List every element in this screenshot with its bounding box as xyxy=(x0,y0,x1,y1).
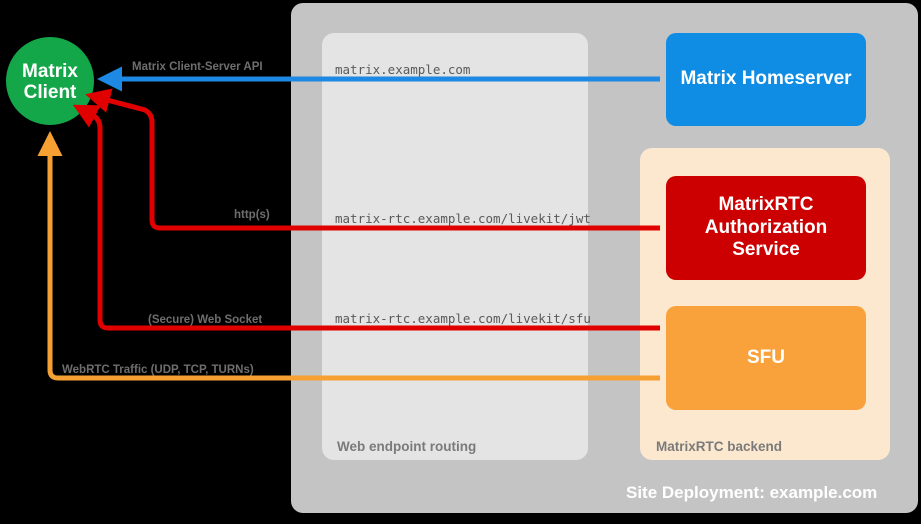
edge-label-websocket: (Secure) Web Socket xyxy=(148,314,263,326)
matrixrtc-backend-caption: MatrixRTC backend xyxy=(656,439,783,454)
web-endpoint-routing-panel xyxy=(322,33,588,460)
sfu-node[interactable] xyxy=(666,306,866,410)
matrix-homeserver-node[interactable] xyxy=(666,33,866,126)
url-label-matrix-example-com: matrix.example.com xyxy=(335,62,471,77)
matrixrtc-auth-service-node[interactable] xyxy=(666,176,866,280)
edge-label-webrtc: WebRTC Traffic (UDP, TCP, TURNs) xyxy=(62,364,254,376)
url-label-livekit-sfu: matrix-rtc.example.com/livekit/sfu xyxy=(335,311,591,326)
edge-jwt-path xyxy=(85,88,660,231)
edge-label-cs-api: Matrix Client-Server API xyxy=(132,61,263,73)
url-label-livekit-jwt: matrix-rtc.example.com/livekit/jwt xyxy=(335,211,591,226)
edge-websocket-path xyxy=(72,104,660,331)
matrix-client-node[interactable] xyxy=(6,37,94,125)
edge-webrtc-path xyxy=(37,130,660,381)
web-endpoint-routing-caption: Web endpoint routing xyxy=(337,439,477,454)
site-deployment-caption: Site Deployment: example.com xyxy=(626,483,878,502)
edge-label-http-s: http(s) xyxy=(234,209,270,221)
